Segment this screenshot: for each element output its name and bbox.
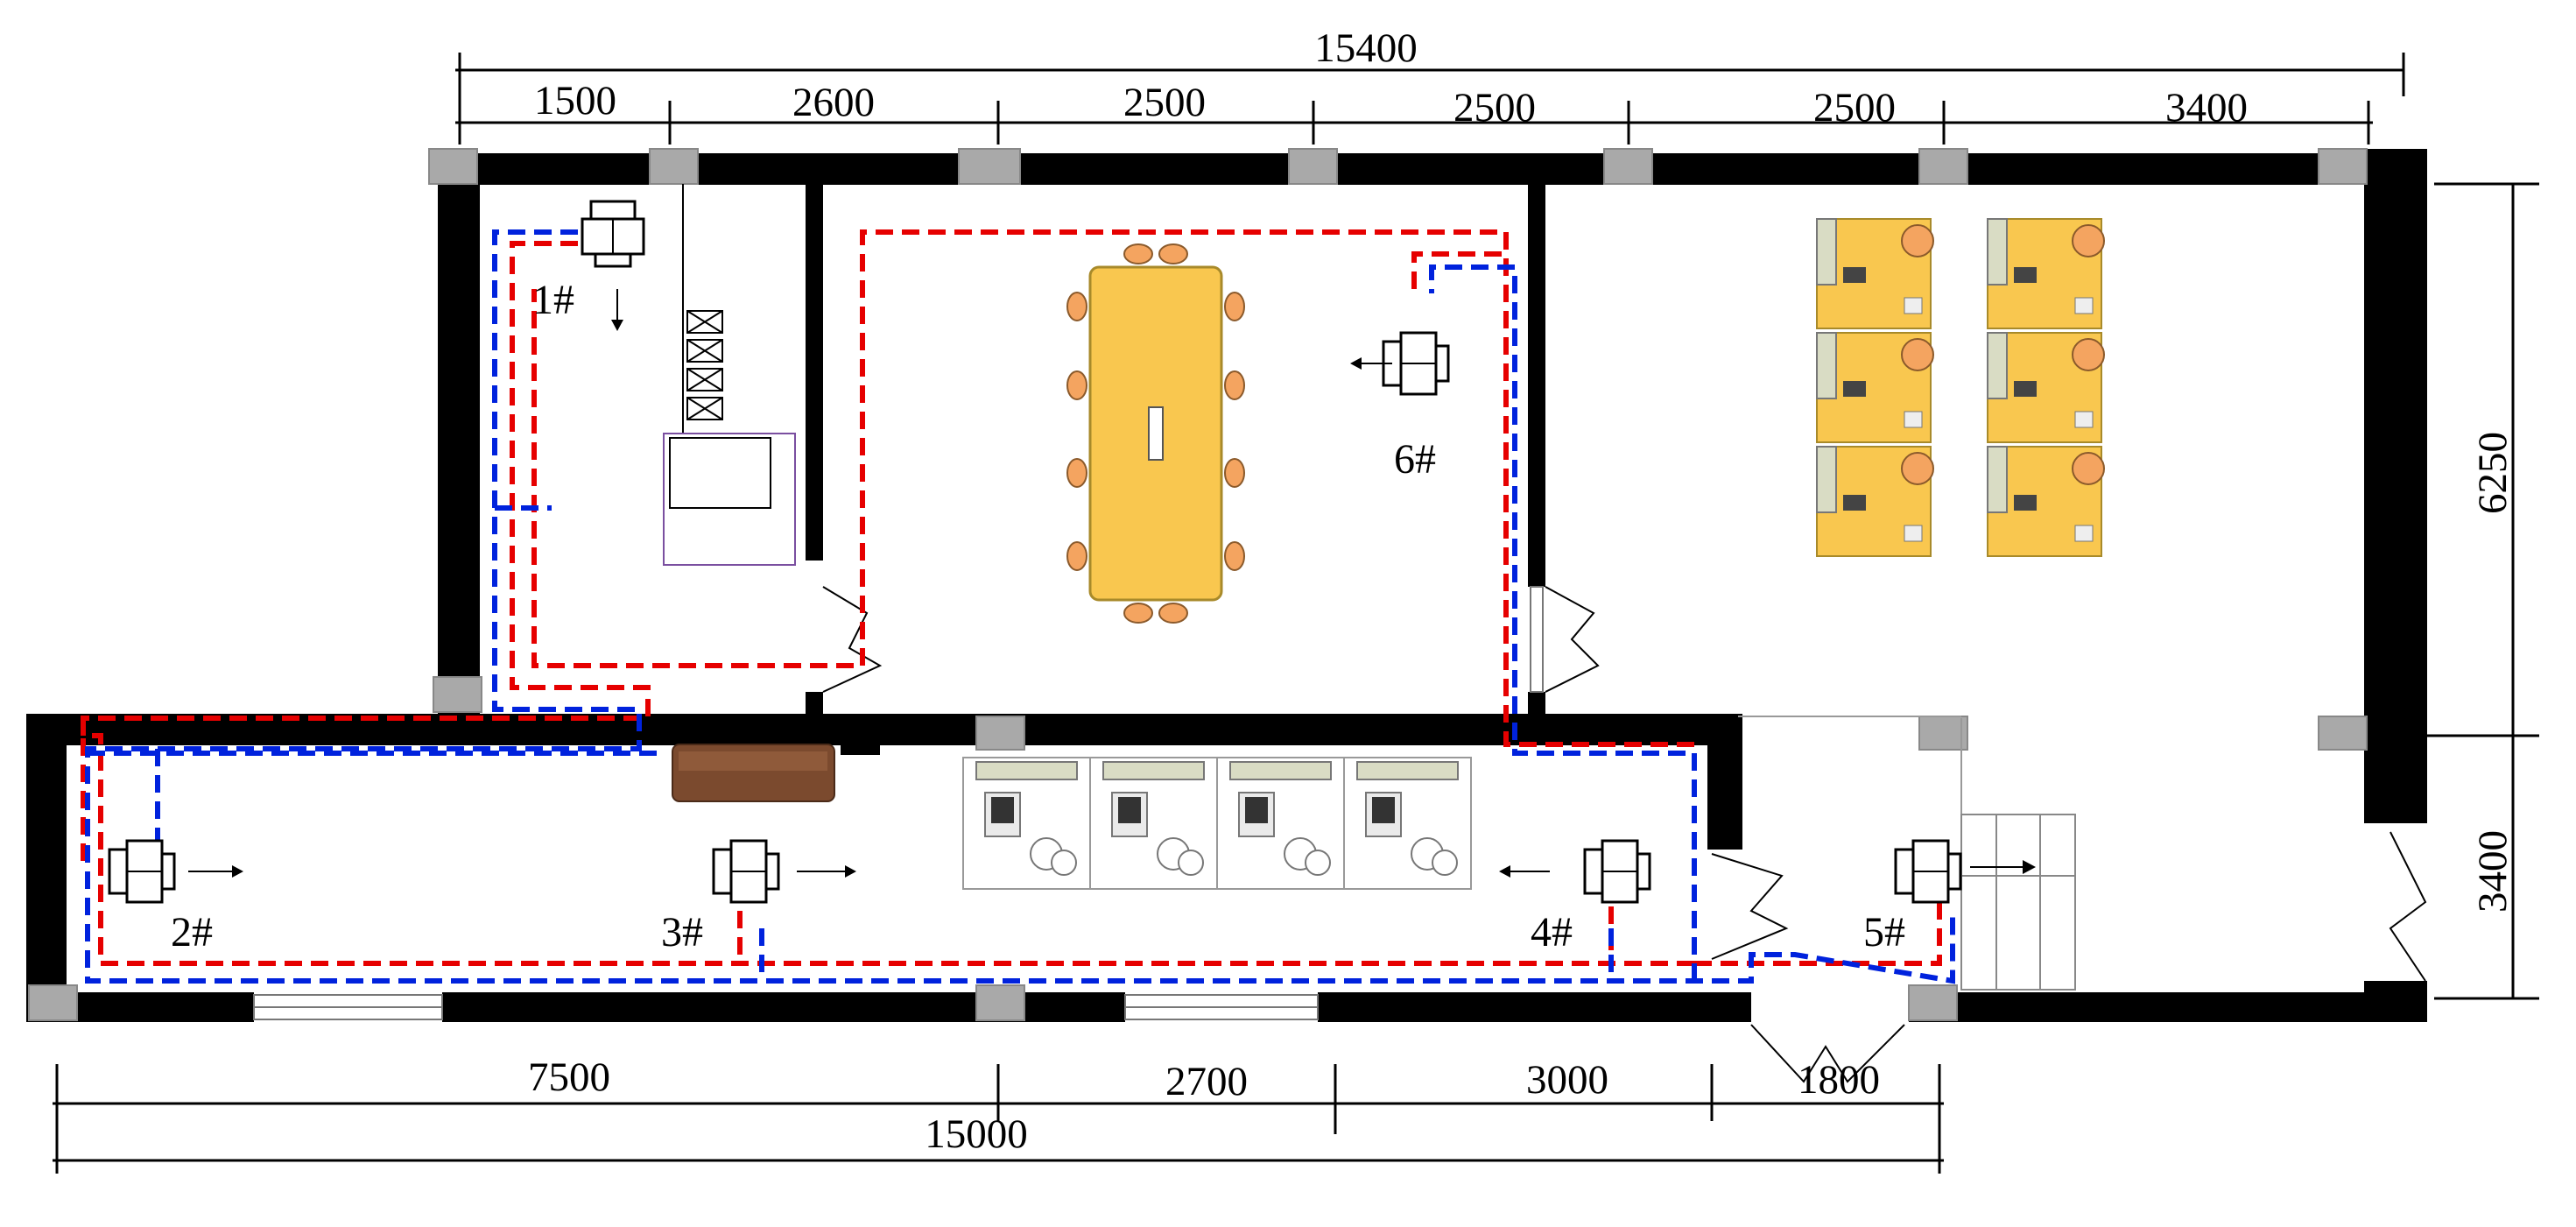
unit-label: 1#	[532, 277, 574, 323]
dimension-top-segment: 3400	[2165, 85, 2248, 130]
dimension-top-segment: 2600	[792, 80, 875, 125]
dimension-bottom-segment: 2700	[1165, 1059, 1248, 1104]
dimension-top-segment: 1500	[534, 78, 616, 123]
unit-label: 5#	[1863, 909, 1905, 956]
dimension-right-lower: 3400	[2470, 830, 2516, 913]
unit-label: 4#	[1531, 909, 1573, 956]
workstation-gray	[962, 757, 1472, 890]
dimension-top-segment: 2500	[1453, 85, 1536, 130]
dimension-bottom-segment: 3000	[1526, 1057, 1608, 1103]
dimension-bottom-segment: 1800	[1798, 1057, 1880, 1103]
unit-label: 2#	[171, 909, 213, 956]
stairs	[1960, 814, 2076, 991]
unit-label: 6#	[1394, 436, 1436, 483]
dimension-bottom-segment: 7500	[528, 1054, 610, 1100]
dimension-right-upper: 6250	[2470, 432, 2516, 514]
top-dimension-lines	[455, 53, 2405, 145]
dimension-bottom-overall: 15000	[925, 1111, 1028, 1157]
conference-table	[1066, 243, 1245, 624]
bottom-dimension-lines	[53, 1064, 1944, 1174]
sofa	[672, 744, 835, 802]
storage-cabinet	[663, 184, 796, 566]
dimension-top-segment: 2500	[1123, 80, 1206, 125]
workstation-yellow	[1816, 218, 2105, 557]
return-pipe	[85, 229, 1955, 984]
columns	[28, 148, 2368, 1021]
dimension-top-segment: 2500	[1813, 85, 1896, 130]
unit-label: 3#	[661, 909, 703, 956]
fan-coil-unit	[108, 200, 1962, 904]
right-dimension-lines	[2425, 182, 2539, 1000]
partitions	[1738, 716, 1962, 823]
doors	[822, 586, 2427, 1083]
dimension-top-overall: 15400	[1314, 25, 1418, 71]
windows	[253, 586, 1544, 1020]
